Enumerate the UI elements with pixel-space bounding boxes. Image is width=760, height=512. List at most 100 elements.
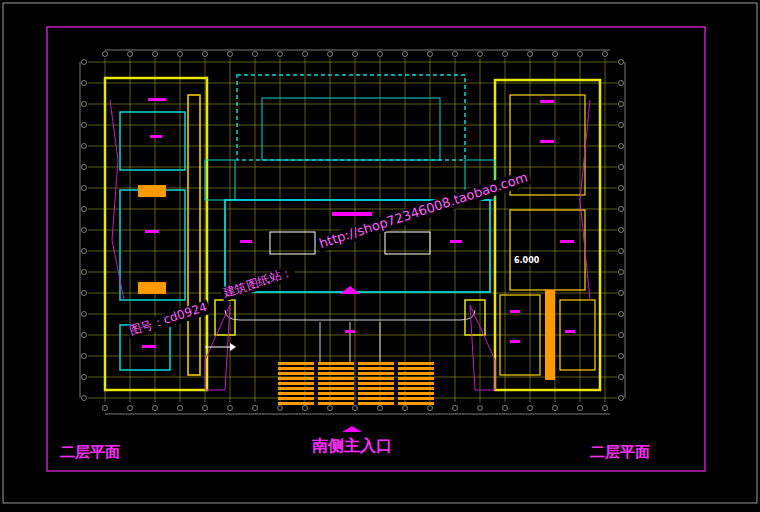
stair-step: [318, 362, 354, 365]
axis-line: [88, 335, 617, 336]
stair-step: [398, 377, 434, 380]
axis-bubble: [178, 406, 183, 411]
axis-bubble: [428, 52, 433, 57]
stair-step: [398, 367, 434, 370]
axis-bubble: [619, 354, 624, 359]
axis-bubble: [82, 228, 87, 233]
stair-step: [278, 372, 314, 375]
axis-bubble: [253, 52, 258, 57]
stair-step: [278, 402, 314, 405]
axis-bubble: [228, 52, 233, 57]
axis-line: [88, 188, 617, 189]
right-wing: [495, 80, 600, 390]
axis-bubble: [553, 52, 558, 57]
axis-bubble: [619, 186, 624, 191]
axis-bubble: [82, 375, 87, 380]
axis-line: [88, 209, 617, 210]
elevation-mark: 6.000: [512, 256, 541, 265]
stair-step: [278, 387, 314, 390]
axis-bubble: [82, 396, 87, 401]
axis-bubble: [503, 406, 508, 411]
axis-bubble: [103, 406, 108, 411]
axis-bubble: [578, 406, 583, 411]
stair-step: [318, 387, 354, 390]
stair-step: [358, 397, 394, 400]
stair-step: [278, 392, 314, 395]
entrance-note: 南侧主入口: [312, 437, 392, 455]
axis-bubble: [619, 102, 624, 107]
axis-bubble: [82, 333, 87, 338]
axis-bubble: [128, 406, 133, 411]
stair-step: [398, 382, 434, 385]
axis-bubble: [82, 207, 87, 212]
axis-bubble: [82, 144, 87, 149]
axis-bubble: [153, 52, 158, 57]
stair-step: [398, 397, 434, 400]
watermark: 建筑图纸站：: [220, 265, 297, 302]
stair-step: [358, 402, 394, 405]
drawing-frame: [47, 27, 705, 471]
axis-line: [88, 62, 617, 63]
axis-bubble: [153, 406, 158, 411]
axis-bubble: [453, 52, 458, 57]
left-wing: [105, 78, 207, 390]
axis-bubble: [403, 406, 408, 411]
stair-step: [358, 362, 394, 365]
axis-bubble: [82, 60, 87, 65]
axis-bubble: [503, 52, 508, 57]
axis-bubble: [378, 406, 383, 411]
stair-step: [318, 367, 354, 370]
axis-bubble: [203, 52, 208, 57]
axis-bubble: [278, 52, 283, 57]
axis-bubble: [603, 52, 608, 57]
sheet-title: 二层平面: [590, 444, 650, 461]
axis-bubble: [253, 406, 258, 411]
stair-step: [318, 382, 354, 385]
stair-step: [318, 402, 354, 405]
axis-grid: [82, 52, 624, 411]
entrance-stairs: [278, 362, 434, 405]
watermark: 图号：cd0924: [126, 300, 211, 339]
direction-arrow: [205, 347, 230, 348]
axis-bubble: [303, 406, 308, 411]
stair-step: [278, 377, 314, 380]
axis-bubble: [478, 52, 483, 57]
axis-bubble: [619, 249, 624, 254]
entrance-marker: [342, 426, 362, 432]
axis-bubble: [203, 406, 208, 411]
direction-arrow-head: [230, 343, 236, 351]
axis-line: [88, 146, 617, 147]
axis-bubble: [553, 406, 558, 411]
axis-bubble: [353, 52, 358, 57]
axis-bubble: [303, 52, 308, 57]
axis-line: [88, 251, 617, 252]
axis-bubble: [619, 291, 624, 296]
axis-bubble: [619, 165, 624, 170]
axis-bubble: [82, 81, 87, 86]
sheet-title: 二层平面: [60, 444, 120, 461]
axis-bubble: [603, 406, 608, 411]
stair-step: [398, 402, 434, 405]
stair-step: [358, 382, 394, 385]
axis-bubble: [228, 406, 233, 411]
stair-step: [358, 387, 394, 390]
axis-bubble: [619, 270, 624, 275]
watermark: http://shop72346008.taobao.com: [316, 170, 532, 253]
axis-bubble: [478, 406, 483, 411]
axis-bubble: [528, 406, 533, 411]
axis-bubble: [82, 186, 87, 191]
axis-bubble: [619, 144, 624, 149]
axis-line: [88, 104, 617, 105]
stair-step: [398, 387, 434, 390]
axis-bubble: [619, 81, 624, 86]
sheet-edge: [3, 3, 757, 503]
axis-line: [88, 272, 617, 273]
axis-bubble: [82, 165, 87, 170]
stair-step: [318, 397, 354, 400]
axis-bubble: [82, 312, 87, 317]
axis-bubble: [82, 270, 87, 275]
stair-step: [318, 377, 354, 380]
stair-step: [278, 382, 314, 385]
axis-bubble: [619, 228, 624, 233]
stair-step: [398, 392, 434, 395]
